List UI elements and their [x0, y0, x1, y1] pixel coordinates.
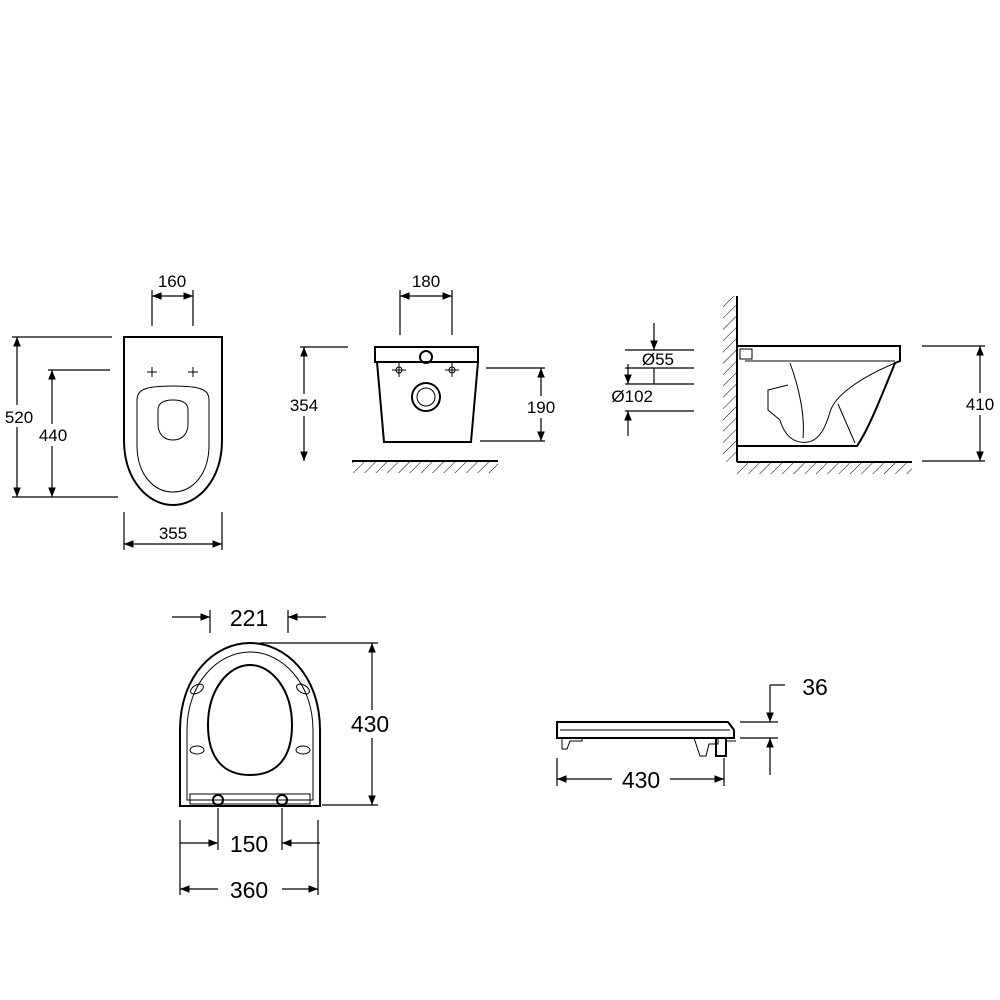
mounting-hole-left [147, 367, 157, 377]
bowl-top-view [123, 336, 223, 507]
floor-hatch-side [737, 463, 912, 474]
dim-label-430-top: 430 [351, 711, 389, 737]
seat-bumper-top-right [296, 683, 310, 695]
dim-seat-430-height: 430 [260, 642, 395, 806]
seat-hinge-bar [189, 793, 311, 805]
dim-label-440: 440 [39, 426, 67, 445]
dim-label-520: 520 [5, 408, 33, 427]
rear-inlet-circle [419, 350, 433, 364]
seat-side-hinge [715, 737, 727, 757]
dim-label-36: 36 [802, 674, 828, 700]
seat-side-view [556, 721, 736, 757]
dim-label-410: 410 [966, 395, 994, 414]
seat-opening [206, 663, 294, 777]
bowl-top-outline [123, 336, 223, 507]
rear-hole-left [392, 363, 406, 377]
dim-label-dia102: Ø102 [611, 387, 653, 406]
seat-top-view [179, 641, 321, 807]
seat-side-foot-left [561, 738, 583, 750]
wall-hatch [723, 296, 736, 462]
bowl-side-view [723, 296, 912, 474]
dim-rear-354: 354 [286, 346, 348, 461]
dim-label-354: 354 [290, 396, 318, 415]
side-bowl-outline [737, 345, 901, 447]
side-inlet [739, 348, 753, 360]
dim-seat-side-430: 430 [556, 758, 725, 793]
dim-label-221: 221 [230, 605, 268, 631]
pipe-diameter-detail: Ø55 Ø102 [611, 323, 694, 436]
dim-front-355: 355 [123, 512, 223, 550]
hinge-bolt-left [212, 794, 224, 806]
seat-outer-outline [179, 641, 321, 807]
dim-front-160: 160 [151, 272, 194, 326]
dim-rear-190: 190 [480, 367, 562, 442]
rear-top-plate [374, 346, 479, 363]
side-foot-line [837, 403, 856, 444]
dim-label-190: 190 [527, 398, 555, 417]
dim-label-360: 360 [230, 877, 268, 903]
dim-label-430-side: 430 [622, 767, 660, 793]
dim-seat-360: 360 [179, 820, 319, 903]
dim-label-dia55: Ø55 [642, 350, 674, 369]
dim-label-160: 160 [158, 272, 186, 291]
dim-seat-36: 36 [740, 674, 828, 775]
rear-outlet-inner [416, 387, 436, 407]
rear-body [376, 361, 479, 443]
dim-side-410: 410 [922, 345, 999, 462]
seat-side-lid [556, 721, 735, 739]
floor-hatch-rear [352, 462, 498, 473]
dim-rear-180: 180 [399, 272, 453, 335]
seat-bumper-bottom-right [295, 745, 311, 755]
dim-label-180: 180 [412, 272, 440, 291]
dim-label-150: 150 [230, 831, 268, 857]
dim-seat-150: 150 [180, 808, 320, 857]
rear-hole-right [445, 363, 459, 377]
seat-side-foot-right [693, 737, 719, 757]
dim-front-440: 440 [34, 369, 110, 497]
side-bowl-inner [767, 362, 896, 443]
rear-outlet-circle [411, 382, 441, 412]
seat-bumper-top-left [190, 683, 204, 695]
bowl-top-rim-inner [136, 385, 210, 493]
hinge-bolt-right [276, 794, 288, 806]
dim-seat-221: 221 [172, 605, 326, 633]
mounting-hole-right [188, 367, 198, 377]
seat-bumper-bottom-left [189, 745, 205, 755]
seat-lid-outline [186, 651, 314, 801]
bowl-rear-view [352, 346, 498, 473]
dim-label-355: 355 [159, 524, 187, 543]
dim-front-520: 520 [1, 336, 118, 498]
bowl-top-opening [157, 399, 189, 441]
